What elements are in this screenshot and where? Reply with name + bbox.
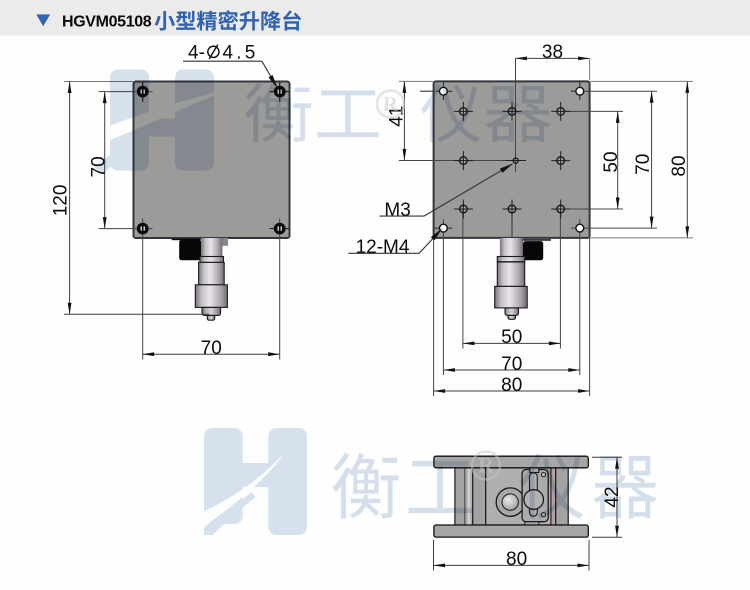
svg-text:4-: 4- xyxy=(188,42,205,63)
svg-text:70: 70 xyxy=(633,154,654,175)
svg-text:R: R xyxy=(383,92,399,116)
svg-text:4.5: 4.5 xyxy=(223,42,259,63)
svg-text:50: 50 xyxy=(601,151,622,172)
svg-text:R: R xyxy=(478,453,495,478)
svg-text:120: 120 xyxy=(51,185,72,217)
svg-text:50: 50 xyxy=(501,327,522,348)
svg-text:12-M4: 12-M4 xyxy=(356,237,410,258)
svg-text:38: 38 xyxy=(542,42,563,63)
svg-text:80: 80 xyxy=(501,375,522,396)
svg-text:M3: M3 xyxy=(384,200,410,221)
svg-text:70: 70 xyxy=(201,338,222,359)
svg-text:80: 80 xyxy=(506,549,527,570)
svg-text:70: 70 xyxy=(501,354,522,375)
svg-text:80: 80 xyxy=(669,155,690,176)
svg-text:HGVM05108: HGVM05108 xyxy=(62,14,152,31)
